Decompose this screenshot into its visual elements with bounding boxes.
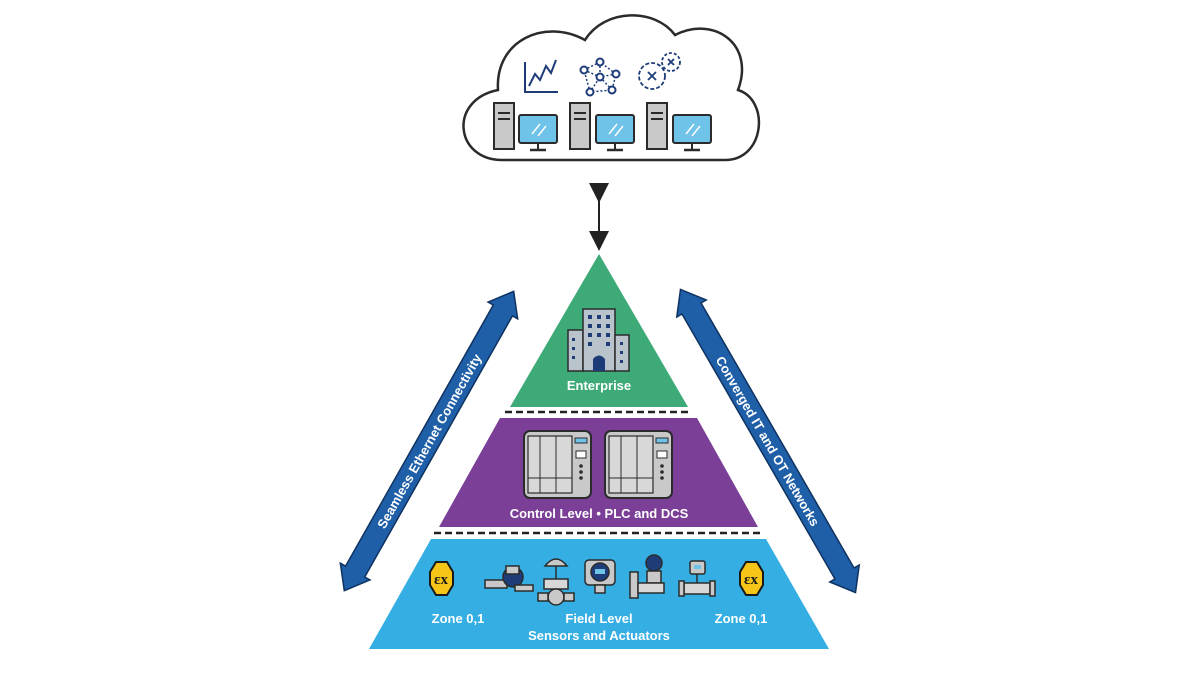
transmitter-icon	[584, 559, 616, 594]
workstation-1	[493, 102, 558, 152]
field-level-subtitle: Sensors and Actuators	[528, 628, 670, 643]
server-tower-icon	[493, 102, 515, 150]
network-graph-icon	[579, 57, 621, 97]
field-tier	[369, 539, 829, 649]
flow-meter-icon	[678, 560, 716, 597]
enterprise-label: Enterprise	[567, 378, 631, 393]
gears-icon	[638, 52, 681, 90]
pressure-gauge-icon	[629, 554, 665, 599]
dcs-cabinet-icon	[604, 430, 673, 499]
server-tower-icon	[569, 102, 591, 150]
valve-actuator-icon	[484, 565, 534, 592]
monitor-icon	[595, 114, 635, 144]
office-building-icon	[567, 308, 630, 372]
control-level-label: Control Level • PLC and DCS	[510, 506, 689, 521]
ex-hazard-icon-left: εx	[429, 561, 454, 596]
field-level-title: Field Level	[565, 611, 632, 626]
ex-symbol: εx	[434, 572, 448, 588]
zone-label-right: Zone 0,1	[715, 611, 768, 626]
control-valve-icon	[537, 558, 575, 606]
ex-symbol: εx	[744, 572, 758, 588]
pyramid: Enterprise Control Level • PLC and DCS	[369, 254, 829, 649]
workstation-3	[646, 102, 712, 152]
cloud	[462, 14, 761, 162]
workstation-2	[569, 102, 635, 152]
server-tower-icon	[646, 102, 668, 150]
line-chart-icon	[524, 59, 558, 93]
monitor-icon	[672, 114, 712, 144]
monitor-icon	[518, 114, 558, 144]
ex-hazard-icon-right: εx	[739, 561, 764, 596]
control-tier	[439, 418, 758, 527]
zone-label-left: Zone 0,1	[432, 611, 485, 626]
plc-cabinet-icon	[523, 430, 592, 499]
